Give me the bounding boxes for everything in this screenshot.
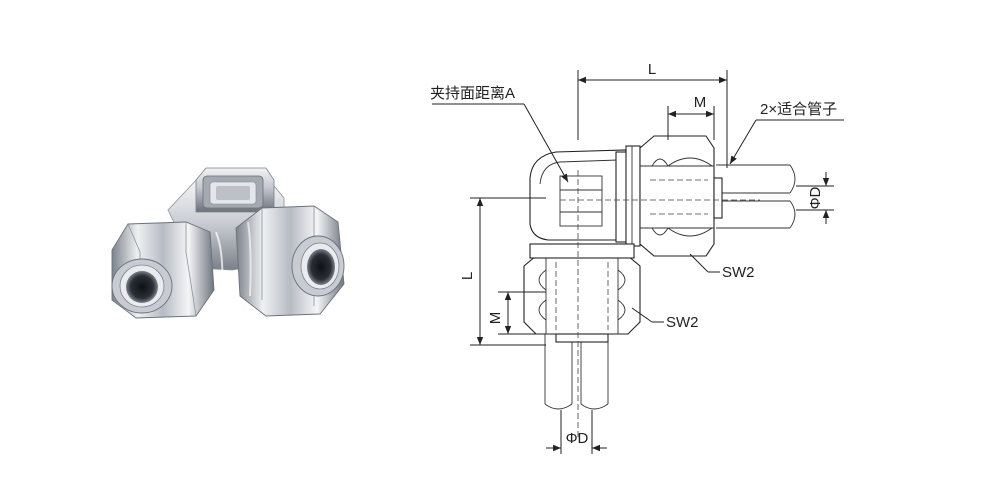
clamp-distance-callout: 夹持面距离A [430, 85, 569, 183]
dimension-d-right: ΦD [796, 172, 834, 224]
dimension-d-bottom: ΦD [546, 410, 607, 454]
elbow-body [529, 145, 641, 247]
tube-count-label: 2×适合管子 [760, 101, 837, 118]
dimension-l-left: L [459, 197, 546, 346]
sw2-right-label: SW2 [722, 264, 755, 281]
sw2-bottom-label: SW2 [666, 314, 699, 331]
technical-drawing: L M L M ΦD [430, 61, 844, 454]
product-photo [111, 167, 345, 319]
drawing-nut-bottom [523, 243, 641, 343]
clamp-distance-label: 夹持面距离A [430, 85, 515, 102]
drawing-nut-right [639, 135, 723, 257]
tube-callout: 2×适合管子 [729, 101, 844, 165]
right-tube [716, 164, 796, 229]
dimension-m-left: M [487, 291, 546, 335]
sw2-right-callout: SW2 [689, 253, 755, 281]
right-hex-nut [235, 205, 345, 317]
dimension-m-top: M [667, 94, 715, 140]
dimension-d-bottom-label: ΦD [566, 430, 589, 447]
left-hex-nut [111, 221, 215, 319]
dimension-m-left-label: M [487, 312, 504, 325]
sw2-bottom-callout: SW2 [631, 307, 699, 331]
dimension-d-right-label: ΦD [807, 186, 824, 209]
dimension-m-top-label: M [694, 94, 707, 111]
dimension-l-left-label: L [459, 272, 476, 280]
dimension-l-top: L [577, 61, 728, 168]
dimension-l-top-label: L [648, 61, 656, 78]
